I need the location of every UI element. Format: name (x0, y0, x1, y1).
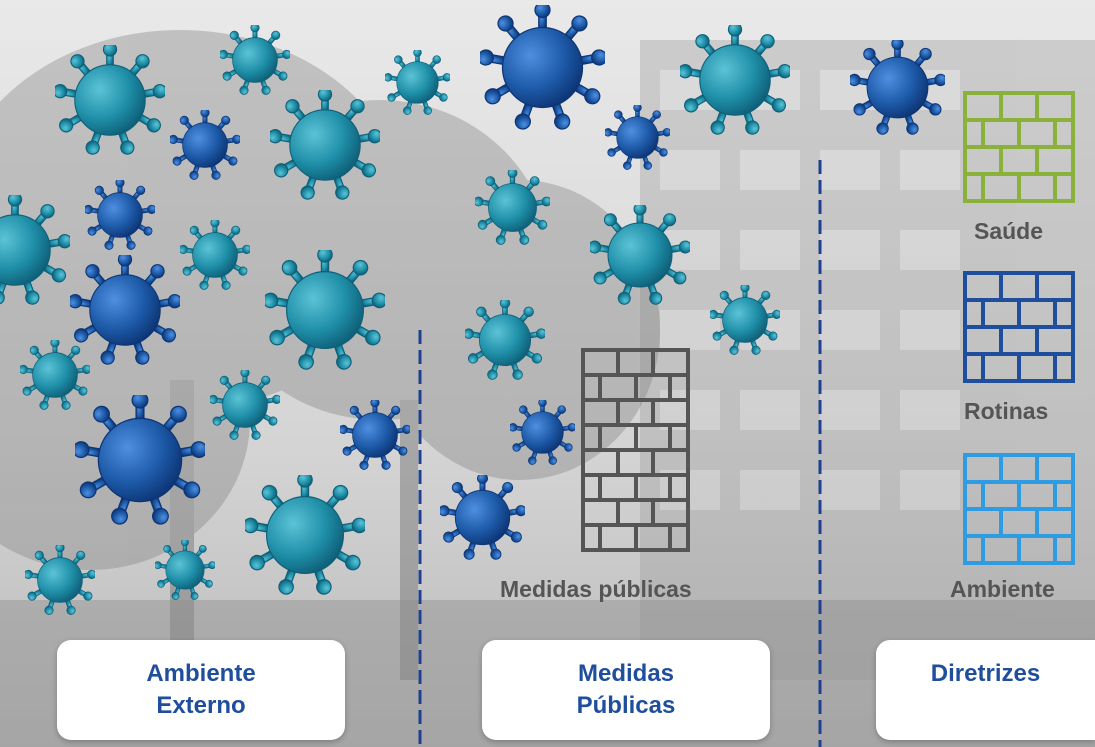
wall-caption-routines: Rotinas (964, 398, 1049, 424)
wall-environment-icon (963, 453, 1075, 565)
section-title-line1: Ambiente (146, 659, 256, 687)
section-title-line2: Públicas (576, 692, 676, 719)
wall-caption-environment: Ambiente (950, 576, 1055, 602)
wall-health-icon (963, 91, 1075, 203)
section-external-environment: Ambiente Externo (57, 640, 345, 740)
section-title-line1: Diretrizes (930, 660, 1041, 687)
section-public-measures: Medidas Públicas (482, 640, 770, 740)
wall-caption-health: Saúde (974, 218, 1044, 244)
section-guidelines: Diretrizes (876, 640, 1095, 740)
section-title-line1: Medidas (577, 659, 675, 687)
wall-caption-public-measures: Medidas públicas (500, 576, 692, 602)
wall-routines-icon (963, 271, 1075, 383)
wall-public-measures-icon (581, 348, 690, 552)
section-title-line2: Externo (156, 692, 246, 719)
